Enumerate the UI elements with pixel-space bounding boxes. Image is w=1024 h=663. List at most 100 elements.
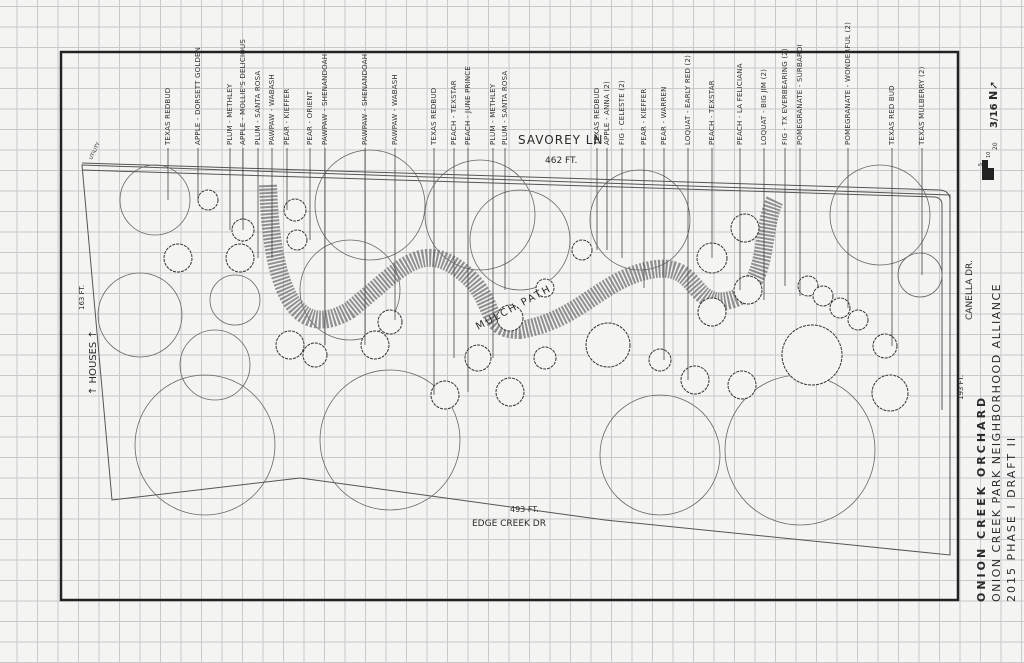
- street-savorey-ln: SAVOREY LN: [518, 133, 603, 147]
- tree-symbol: [283, 198, 307, 222]
- tree-label: PLUM - SANTA ROSA: [501, 71, 509, 145]
- tree-symbol: [377, 309, 403, 335]
- tree-label: TEXAS REDBUD: [593, 88, 601, 146]
- title-line-2: ONION CREEK PARK NEIGHBORHOOD ALLIANCE: [990, 283, 1003, 602]
- tree-label: PEACH - TEXSTAR: [708, 80, 716, 145]
- tree-symbol: [464, 344, 492, 372]
- tree-symbol: [847, 309, 869, 331]
- tree-canopy-outline: [209, 274, 261, 326]
- tree-symbol: [286, 229, 308, 251]
- houses-note: ↑ HOUSES ↑: [88, 330, 99, 395]
- length-bottom: 493 FT.: [510, 505, 539, 514]
- length-right: 193 FT.: [957, 375, 965, 400]
- tree-label: PAWPAW - SHENANDOAH: [321, 54, 329, 145]
- tree-canopy-outline: [829, 164, 931, 266]
- scale-tick-5: 5: [978, 163, 984, 166]
- tree-canopy-outline: [319, 369, 461, 511]
- tree-label: POMEGRANATE - SURBARDI: [796, 44, 804, 145]
- tree-canopies: [97, 149, 943, 526]
- tree-symbol: [781, 324, 843, 386]
- tree-symbol: [533, 346, 557, 370]
- tree-canopy-outline: [469, 189, 571, 291]
- drawing-border: [59, 50, 960, 602]
- tree-symbol: [430, 380, 460, 410]
- tree-symbol: [197, 189, 219, 211]
- tree-label: PLUM - SANTA ROSA: [254, 71, 262, 145]
- tree-symbol: [302, 342, 328, 368]
- tree-canopy-outline: [897, 252, 943, 298]
- tree-symbol: [733, 275, 763, 305]
- tree-label: PEAR - KIEFFER: [283, 89, 291, 146]
- scale-fraction: 3/16: [989, 103, 1000, 128]
- tree-symbol: [797, 275, 819, 297]
- north-arrow-icon: ➚: [987, 81, 1000, 90]
- tree-label: TEXAS REDBUD: [430, 88, 438, 146]
- tree-symbol: [680, 365, 710, 395]
- tree-label: POMEGRANATE - WONDERFUL (2): [844, 22, 852, 145]
- tree-symbol: [496, 304, 524, 332]
- tree-label: PLUM - METHLEY: [489, 83, 497, 145]
- tree-label: LOQUAT - EARLY RED (2): [684, 55, 692, 145]
- tree-canopy-outline: [299, 239, 401, 341]
- tree-symbol: [730, 213, 760, 243]
- tree-canopy-outline: [97, 272, 183, 358]
- tree-label: FIG - TX EVERBEARING (2): [781, 48, 789, 145]
- tree-label: PEACH - TEXSTAR: [450, 80, 458, 145]
- planted-trees: [163, 189, 909, 412]
- tree-canopy-outline: [599, 394, 721, 516]
- tree-label: PLUM - METHLEY: [226, 83, 234, 145]
- property-boundary: [81, 164, 951, 556]
- tree-label: PAWPAW - SHENANDOAH: [361, 54, 369, 145]
- length-top: 462 FT.: [545, 156, 577, 166]
- tree-symbol: [163, 243, 193, 273]
- tree-canopy-outline: [179, 329, 251, 401]
- tree-label: FIG - CELESTE (2): [618, 80, 626, 145]
- title-line-3: 2015 PHASE I DRAFT II: [1005, 436, 1018, 602]
- tree-symbol: [872, 333, 898, 359]
- tree-symbol: [495, 377, 525, 407]
- tree-label: APPLE - ANNA (2): [603, 81, 611, 145]
- tree-symbol: [727, 370, 757, 400]
- tree-symbol: [571, 239, 593, 261]
- tree-symbol: [225, 243, 255, 273]
- tree-labels: TEXAS REDBUD APPLE - DORSETT GOLDEN PLUM -…: [164, 22, 926, 146]
- utility-line: [81, 162, 951, 410]
- tree-symbol: [535, 278, 555, 298]
- tree-canopy-outline: [119, 164, 191, 236]
- scale-tick-10: 10: [986, 152, 992, 158]
- length-left: 163 FT.: [78, 285, 86, 310]
- tree-symbol: [585, 322, 631, 368]
- north-label: N: [987, 91, 1000, 100]
- tree-symbol: [360, 330, 390, 360]
- tree-label: TEXAS MULBERRY (2): [918, 66, 926, 146]
- tree-canopy-outline: [314, 149, 426, 261]
- tree-symbol: [871, 374, 909, 412]
- tree-label: PEAR - WARREN: [660, 86, 668, 145]
- tree-symbol: [697, 297, 727, 327]
- tree-label: PEACH - LA FELICIANA: [736, 63, 744, 145]
- street-canella-dr: CANELLA DR.: [965, 260, 975, 320]
- scale-bar: [982, 168, 994, 180]
- tree-label: TEXAS RED BUD: [888, 85, 896, 146]
- tree-canopy-outline: [134, 374, 276, 516]
- street-edge-creek-dr: EDGE CREEK DR: [472, 519, 546, 529]
- tree-symbol: [812, 285, 834, 307]
- tree-label: LOQUAT - BIG JIM (2): [760, 69, 768, 145]
- label-leaders: [167, 148, 923, 395]
- scale-tick-20: 20: [992, 142, 999, 150]
- tree-canopy-outline: [589, 169, 691, 271]
- tree-label: APPLE - MOLLIE'S DELICIOUS: [239, 39, 247, 145]
- scale-bar-step: [982, 160, 988, 168]
- tree-symbol: [829, 297, 851, 319]
- tree-label: APPLE - DORSETT GOLDEN: [194, 47, 202, 145]
- tree-label: PEACH - JUNE PRINCE: [464, 66, 472, 145]
- tree-label: TEXAS REDBUD: [164, 88, 172, 146]
- tree-label: PAWPAW - WABASH: [268, 74, 276, 145]
- tree-label: PEAR - ORIENT: [306, 90, 314, 145]
- tree-symbol: [275, 330, 305, 360]
- tree-symbol: [648, 348, 672, 372]
- utility-label: UTILITY: [88, 141, 102, 161]
- title-line-1: ONION CREEK ORCHARD: [975, 395, 988, 602]
- tree-label: PEAR - KIEFFER: [640, 89, 648, 146]
